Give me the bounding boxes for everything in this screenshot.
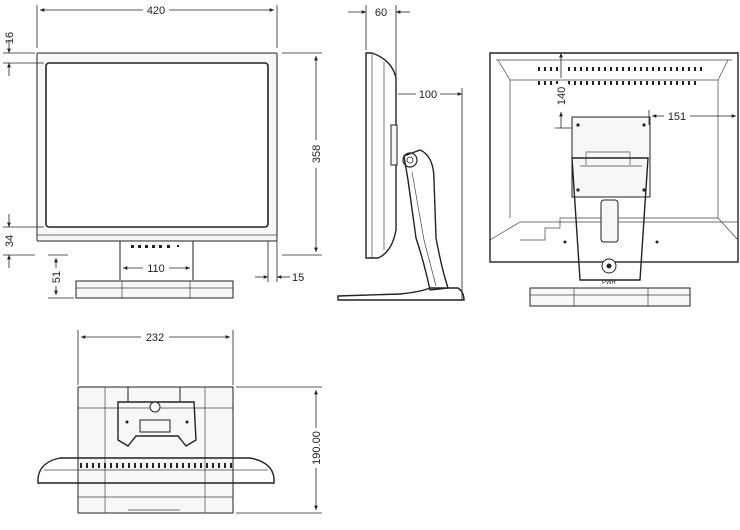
side-hinge xyxy=(402,152,418,168)
bottom-vents xyxy=(80,463,232,468)
rear-vesa-plate xyxy=(571,116,651,198)
dim-side-tilt: 100 xyxy=(419,89,437,101)
dim-rear-vesa: 140 xyxy=(556,87,568,105)
dim-bottom-depth: 190.00 xyxy=(311,431,323,465)
rear-base xyxy=(529,287,691,307)
dim-front-height: 358 xyxy=(311,145,323,163)
side-view: 60 100 xyxy=(337,5,465,301)
dim-rear-offset: 151 xyxy=(668,111,686,123)
dim-side-depth: 60 xyxy=(375,7,387,19)
dim-front-width: 420 xyxy=(147,5,165,17)
dim-bezel-bottom: 34 xyxy=(4,235,16,247)
dim-bezel-top: 16 xyxy=(4,32,16,44)
front-stand xyxy=(75,241,234,299)
front-buttons xyxy=(131,245,179,248)
bottom-view: 232 190.00 xyxy=(37,330,324,514)
rear-logo: PWR xyxy=(602,280,617,286)
front-screen xyxy=(45,62,269,228)
dim-stand-offset: 15 xyxy=(292,272,304,284)
dim-bottom-width: 232 xyxy=(146,332,164,344)
dim-stand-base: 51 xyxy=(51,271,63,283)
rear-vents xyxy=(538,67,702,85)
front-view: 420 358 16 34 51 110 xyxy=(3,3,324,299)
dim-stand-neck: 110 xyxy=(147,263,165,275)
rear-view: PWR 140 151 xyxy=(489,52,739,307)
